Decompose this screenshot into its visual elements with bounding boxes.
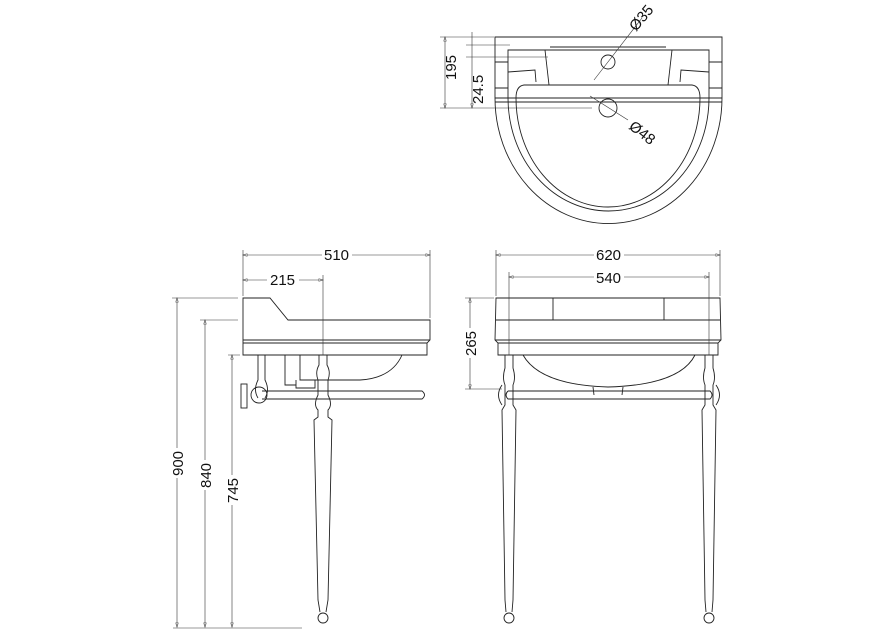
side-view: 510 215 900 840 745 (170, 245, 430, 629)
dim-510: 510 (324, 247, 349, 264)
dim-265: 265 (463, 331, 480, 356)
dim-24-5: 24.5 (470, 75, 487, 104)
top-view: Ø35 Ø48 195 24.5 (440, 2, 723, 224)
waste-hole-label: Ø48 (626, 118, 659, 149)
tap-hole-label: Ø35 (626, 2, 657, 35)
dim-840: 840 (198, 463, 215, 488)
front-view: 620 540 265 (463, 245, 722, 624)
dim-900: 900 (170, 451, 187, 476)
dim-745: 745 (225, 478, 242, 503)
dim-215: 215 (270, 272, 295, 289)
dim-540: 540 (596, 270, 621, 287)
dim-195: 195 (443, 55, 460, 80)
tap-hole (600, 54, 616, 70)
leg-left (498, 355, 517, 624)
waste-hole (598, 98, 618, 118)
dim-620: 620 (596, 247, 621, 264)
leg-right (701, 355, 720, 624)
